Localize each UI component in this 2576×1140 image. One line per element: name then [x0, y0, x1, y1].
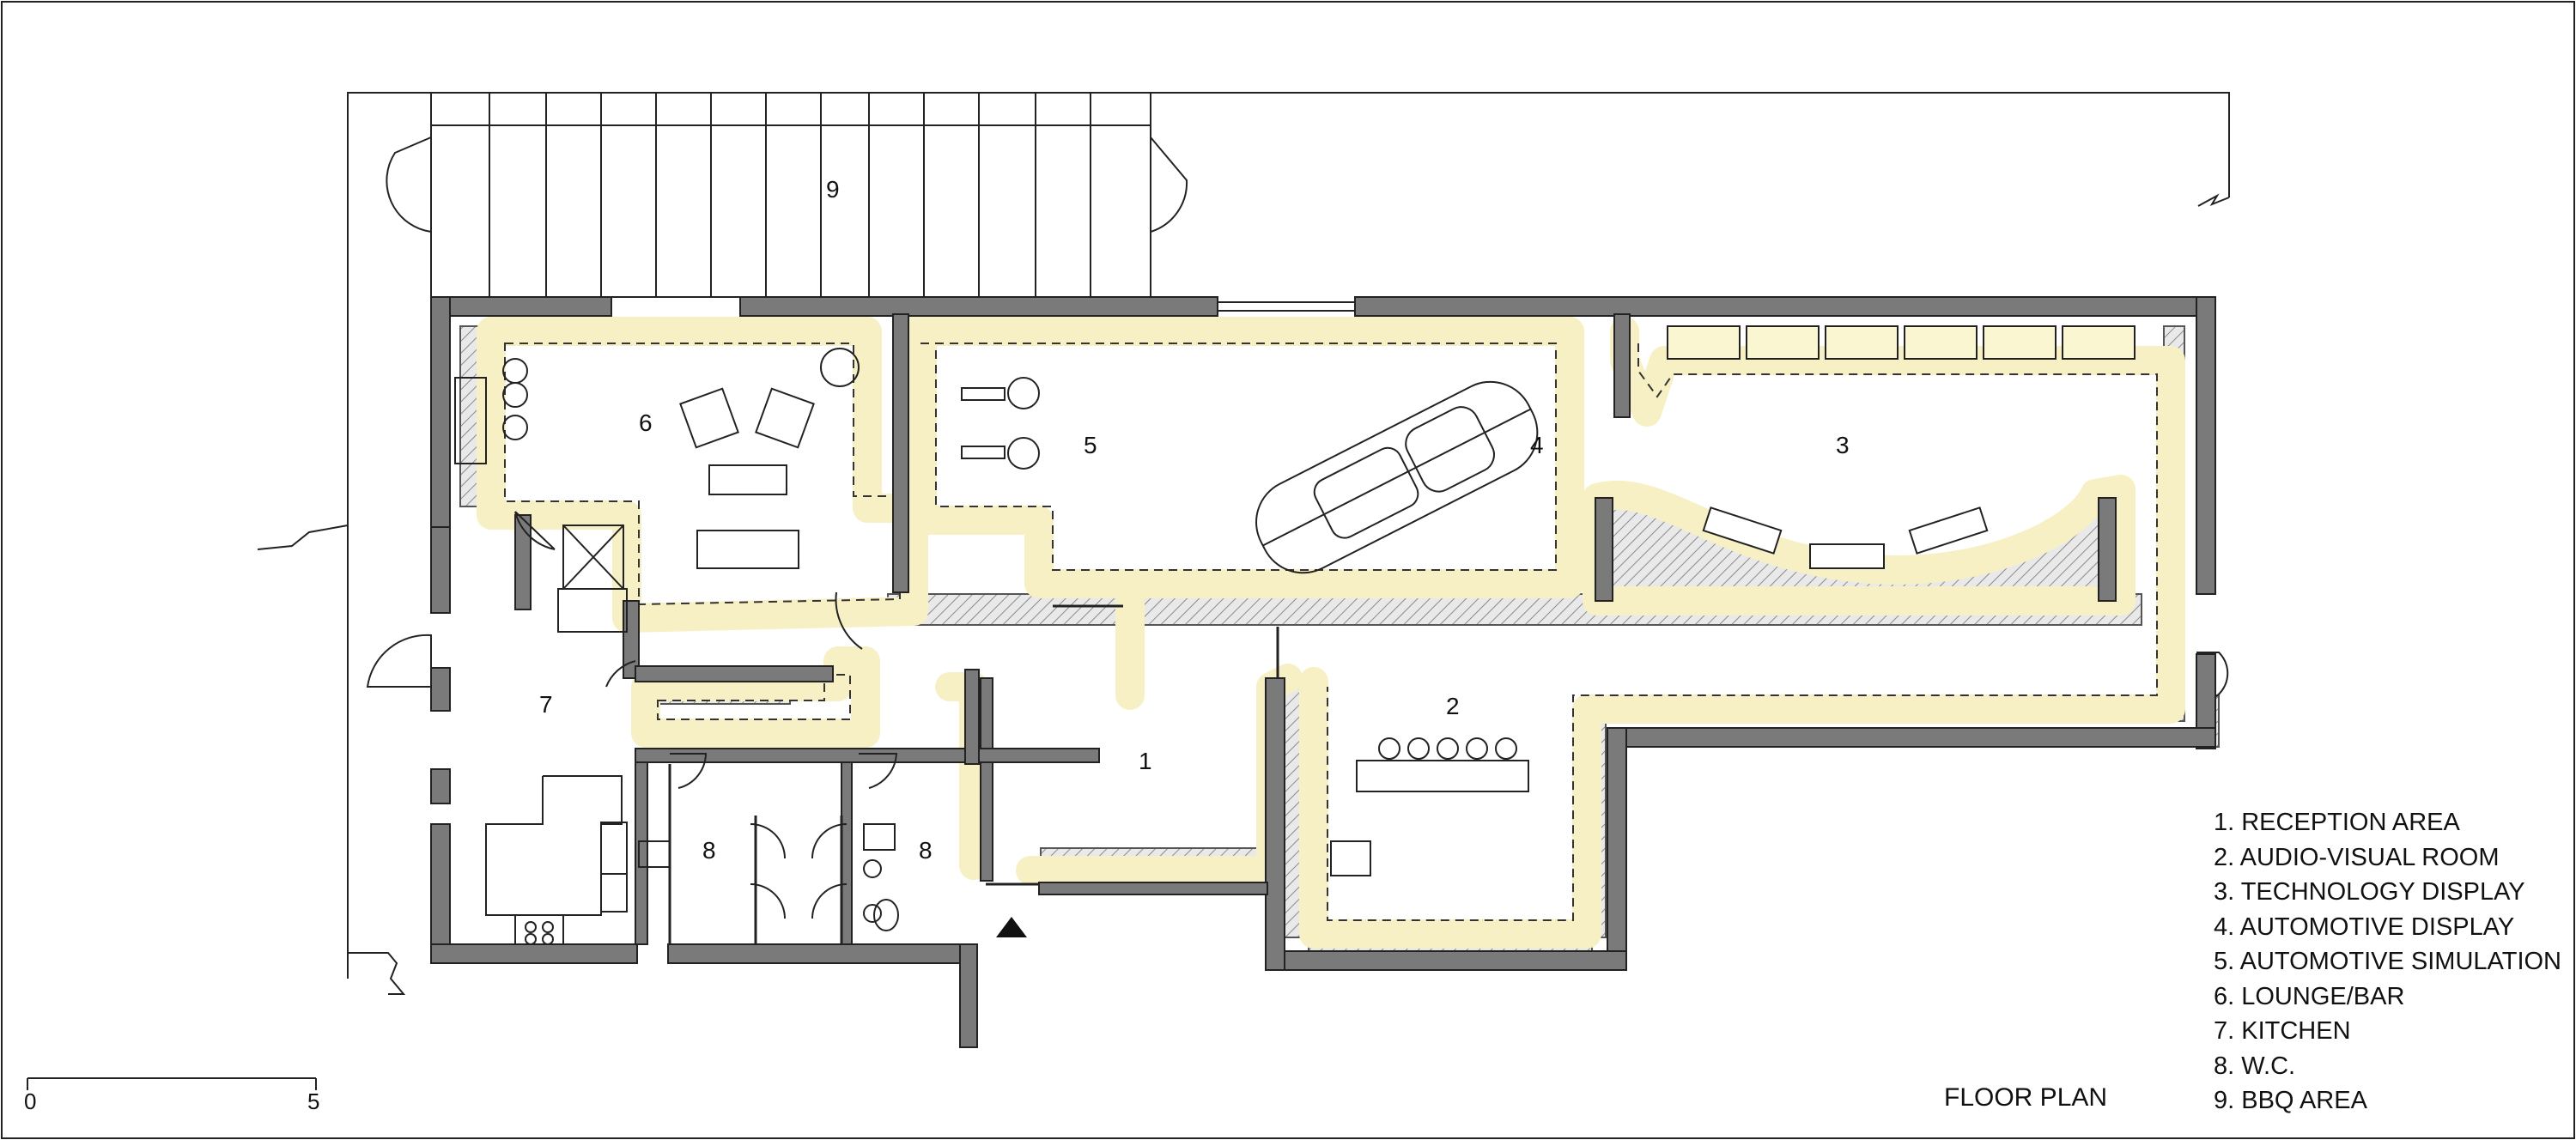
wc-fixtures [638, 823, 899, 931]
room-label-2: 2 [1446, 693, 1460, 719]
legend-item: 8. W.C. [2214, 1052, 2296, 1080]
legend-item: 6. LOUNGE/BAR [2214, 982, 2405, 1010]
hatched-zones [459, 325, 2220, 955]
room-label-3: 3 [1836, 432, 1850, 458]
display-cases [1667, 325, 2136, 360]
legend-item: 2. AUDIO-VISUAL ROOM [2214, 843, 2500, 871]
room-label-5: 5 [1084, 432, 1097, 458]
scale-bar [27, 1077, 317, 1090]
legend-item: 5. AUTOMOTIVE SIMULATION [2214, 948, 2561, 975]
legend-item: 7. KITCHEN [2214, 1017, 2351, 1045]
doors [366, 511, 2229, 789]
legend-item: 4. AUTOMOTIVE DISPLAY [2214, 913, 2515, 941]
corridor-lines [986, 604, 1279, 886]
legend-item: 1. RECEPTION AREA [2214, 809, 2460, 836]
room-label-7: 7 [539, 691, 553, 718]
room-label-8b: 8 [919, 837, 933, 864]
simulators [961, 377, 1040, 470]
elevator-shaft [557, 525, 628, 633]
kitchen-fixtures [485, 775, 628, 945]
pergola-slats [489, 93, 1091, 297]
car-outline [1255, 380, 1539, 574]
lounge-furniture [454, 348, 860, 569]
room-label-9: 9 [826, 176, 840, 203]
legend-item: 3. TECHNOLOGY DISPLAY [2214, 878, 2525, 906]
curved-display [1702, 506, 1989, 569]
av-room-furniture [1330, 737, 1529, 876]
dashed-lines [504, 343, 2158, 921]
entrance-arrow-icon [996, 917, 1027, 937]
room-legend: 1. RECEPTION AREA 2. AUDIO-VISUAL ROOM 3… [2214, 805, 2561, 1119]
plan-title: FLOOR PLAN [1944, 1083, 2108, 1112]
room-label-4: 4 [1530, 432, 1544, 458]
scale-start-label: 0 [24, 1088, 36, 1114]
room-label-8a: 8 [702, 837, 716, 864]
room-label-1: 1 [1139, 748, 1152, 774]
room-label-6: 6 [639, 409, 653, 436]
wc-partitions [668, 764, 848, 944]
scale-end-label: 5 [307, 1088, 319, 1114]
walls [430, 296, 2216, 1048]
legend-item: 9. BBQ AREA [2214, 1087, 2367, 1114]
